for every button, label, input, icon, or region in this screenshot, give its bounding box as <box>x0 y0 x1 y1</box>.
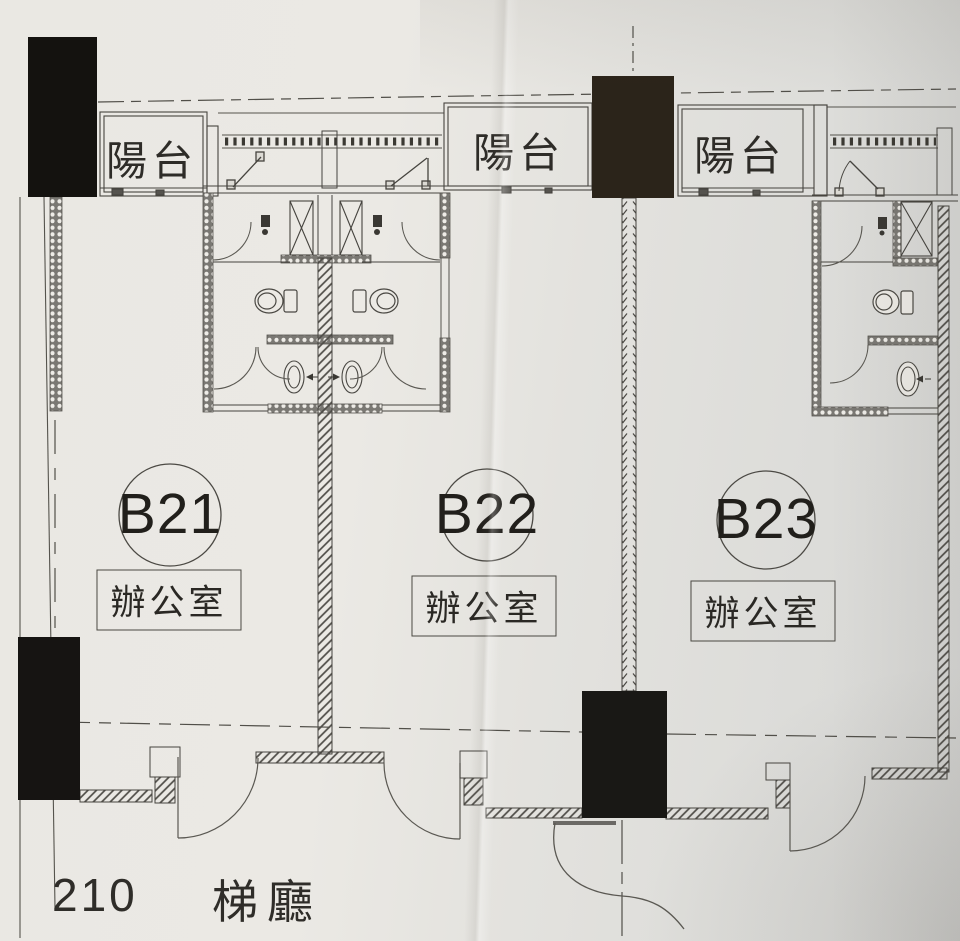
corridor-wall <box>871 767 948 780</box>
unit-circle-b22 <box>440 468 534 562</box>
door-jamb-hatch <box>463 777 484 806</box>
toilet-symbol-b23 <box>872 289 914 315</box>
column <box>592 76 674 198</box>
core-wall <box>439 337 451 413</box>
core-wall <box>811 200 822 415</box>
core-door-arcs-b23 <box>821 225 869 384</box>
corridor-wall <box>79 789 153 803</box>
valve-fixture-b23 <box>878 217 887 236</box>
louver-bands <box>222 127 953 196</box>
balcony-door-b23 <box>834 160 885 197</box>
balcony-label-1: 陽台 <box>106 138 198 184</box>
toilet-symbol-b21 <box>254 288 298 314</box>
wall-right-edge <box>937 205 950 773</box>
valve-fixtures <box>261 215 382 235</box>
core-wall <box>202 192 214 413</box>
core-wall <box>892 200 902 259</box>
unit-circle-b23 <box>716 470 816 570</box>
column <box>28 37 97 197</box>
stair-door <box>553 821 685 930</box>
shaft-right <box>339 200 363 256</box>
room-type-b23: 辦公室 <box>690 580 836 642</box>
entry-door-b22 <box>383 762 461 840</box>
sink-symbol-b23 <box>896 361 931 397</box>
balcony-door-b22 <box>385 157 431 190</box>
balcony-b21 <box>99 111 219 197</box>
unit-boundary-dashed-right <box>665 733 957 739</box>
wall-b21-b22 <box>317 257 333 755</box>
toilet-symbol-b22 <box>352 288 399 314</box>
corridor-wall <box>665 807 769 820</box>
core-wall <box>892 257 938 267</box>
balcony-label-3: 陽台 <box>694 133 786 179</box>
shaft-left <box>289 200 314 256</box>
unit-label-b22: B22 <box>434 482 540 546</box>
corridor-number: 210 <box>52 869 138 921</box>
door-jamb <box>765 762 791 781</box>
entry-door-b21 <box>177 757 259 839</box>
columns <box>18 37 674 818</box>
unit-circles <box>118 463 816 570</box>
sink-symbol-b22 <box>328 360 363 394</box>
column <box>18 637 80 800</box>
unit-circle-b21 <box>118 463 222 567</box>
corridor <box>79 746 948 930</box>
core-door-arcs <box>212 221 441 390</box>
wall-stub-right <box>936 127 953 196</box>
door-jamb-hatch <box>154 776 176 804</box>
corridor-name: 梯廳 <box>212 876 322 928</box>
core-wall <box>867 335 939 346</box>
core-b23 <box>811 200 939 417</box>
wall-left-exterior <box>49 196 63 412</box>
top-centerline <box>97 88 957 103</box>
core-wall <box>811 406 889 417</box>
balcony-door-b21 <box>226 151 265 190</box>
column <box>582 691 667 818</box>
wall-b22-b23 <box>621 197 637 692</box>
corridor-wall <box>255 751 385 764</box>
entry-door-b23 <box>789 775 866 852</box>
unit-label-b23: B23 <box>713 487 819 551</box>
balcony-doors <box>226 151 885 197</box>
room-type-b22: 辦公室 <box>411 575 557 637</box>
room-type-b21: 辦公室 <box>96 569 242 631</box>
door-jamb <box>149 746 181 778</box>
balcony-label-2: 陽台 <box>473 130 565 176</box>
core-top-walls <box>203 185 958 202</box>
unit-label-b21: B21 <box>117 482 223 546</box>
core-wall <box>439 192 451 259</box>
balcony-b23 <box>677 104 828 197</box>
door-jamb <box>459 750 488 779</box>
sink-symbol-b21 <box>283 360 318 394</box>
door-jamb-hatch <box>775 779 791 809</box>
shaft-b23 <box>900 201 933 257</box>
corridor-wall <box>485 807 583 819</box>
wall-stub-mid <box>321 130 338 189</box>
